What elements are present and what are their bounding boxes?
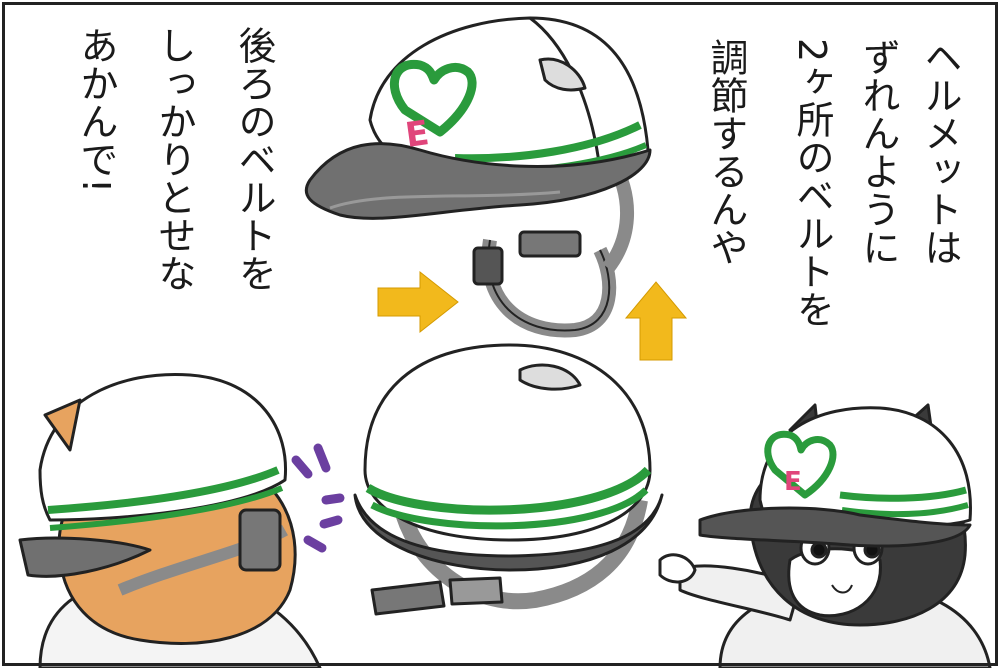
arrow-up (624, 281, 688, 361)
arrow-right (377, 270, 459, 334)
speech-right-line-4-text: 調節するんや (704, 38, 748, 266)
speech-left-line-2: しっかりとせな (152, 26, 196, 292)
helmet-top (304, 16, 652, 338)
speech-right-line-3: 2ヶ所のベルトを (790, 38, 834, 328)
helmet-bottom (353, 343, 664, 616)
orange-cat-worker (18, 372, 322, 668)
speech-right-line-1: ヘルメットは (918, 38, 962, 266)
speech-right-line-2-text: ずれんように (856, 38, 900, 266)
speech-left-line-1-text: 後ろのベルトを (232, 26, 276, 292)
tuxedo-cat-worker (658, 403, 992, 668)
helmet-top-logo-letter: E (403, 113, 432, 156)
tuxedo-helmet-logo-letter: E (784, 467, 802, 497)
speech-left-line-2-text: しっかりとせな (152, 26, 196, 292)
speech-right-line-3-text: 2ヶ所のベルトを (790, 38, 834, 329)
speech-left-line-3-text: あかんで! (74, 26, 118, 194)
speech-right-line-4: 調節するんや (704, 38, 748, 266)
speech-left-line-3: あかんで! (74, 26, 118, 193)
speech-right-line-2: ずれんように (856, 38, 900, 266)
motion-marks (291, 443, 345, 553)
speech-left-line-1: 後ろのベルトを (232, 26, 276, 292)
speech-right-line-1-text: ヘルメットは (918, 38, 962, 266)
